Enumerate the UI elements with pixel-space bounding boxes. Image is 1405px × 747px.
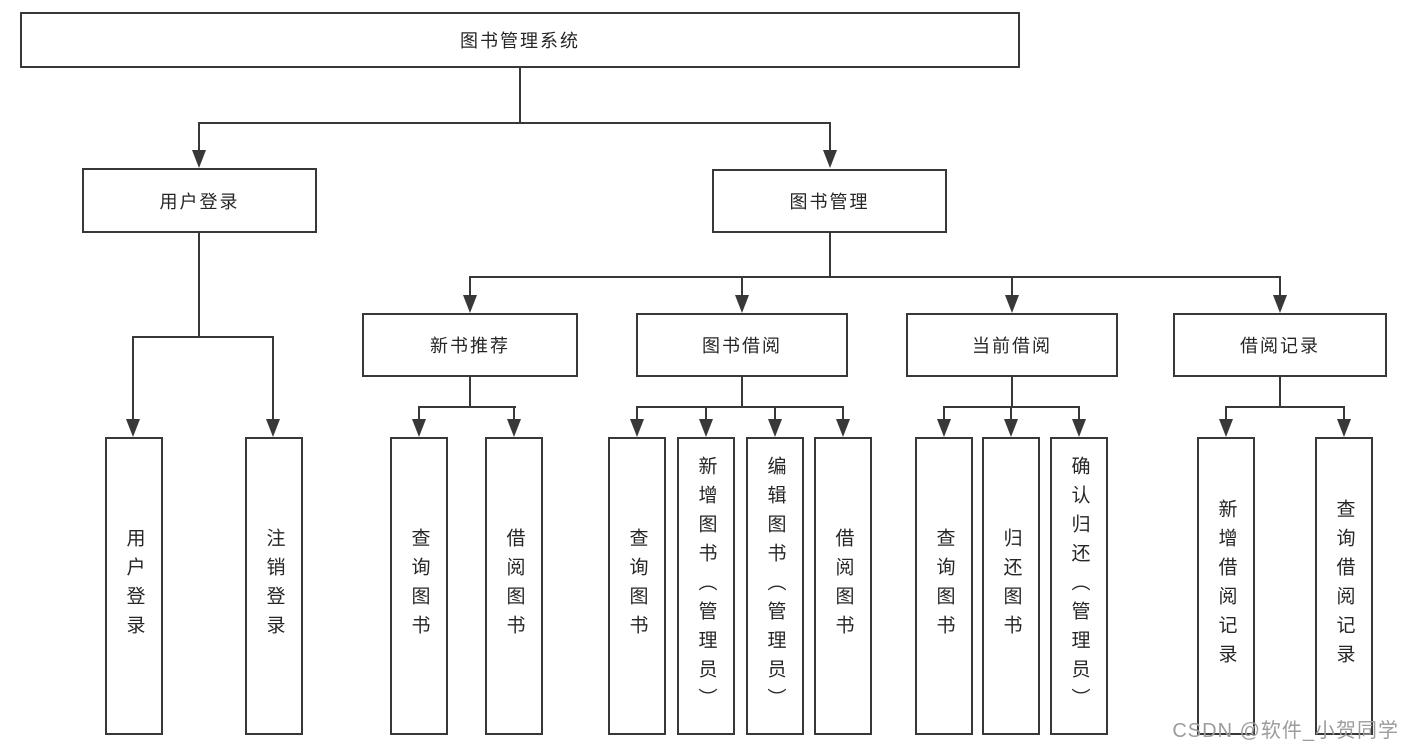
connector-line [636,406,638,421]
connector-line [469,276,1281,278]
node-query-borrow-record: 查询借阅记录 [1315,437,1373,735]
arrow-down-icon [192,150,206,168]
arrow-down-icon [126,419,140,437]
arrow-down-icon [823,150,837,168]
node-query-book-borrow: 查询图书 [608,437,666,735]
node-library-system: 图书管理系统 [20,12,1020,68]
connector-line [943,406,945,421]
arrow-down-icon [630,419,644,437]
connector-line [1078,406,1080,421]
arrow-down-icon [768,419,782,437]
node-book-borrow: 图书借阅 [636,313,848,377]
arrow-down-icon [1005,295,1019,313]
node-return-book: 归还图书 [982,437,1040,735]
node-query-book-recommend: 查询图书 [390,437,448,735]
connector-line [741,377,743,408]
node-query-book-current: 查询图书 [915,437,973,735]
connector-line [1010,406,1012,421]
connector-line [513,406,515,421]
arrow-down-icon [937,419,951,437]
arrow-down-icon [735,295,749,313]
connector-line [705,406,707,421]
arrow-down-icon [266,419,280,437]
connector-line [1279,276,1281,297]
arrow-down-icon [1337,419,1351,437]
arrow-down-icon [463,295,477,313]
node-borrow-book: 借阅图书 [814,437,872,735]
arrow-down-icon [507,419,521,437]
connector-line [1225,406,1227,421]
connector-line [418,406,420,421]
connector-line [1279,377,1281,408]
arrow-down-icon [1219,419,1233,437]
node-borrow-records: 借阅记录 [1173,313,1387,377]
arrow-down-icon [1004,419,1018,437]
connector-line [198,122,200,152]
node-add-book-admin: 新增图书（管理员） [677,437,735,735]
connector-line [418,406,516,408]
connector-line [636,406,844,408]
connector-line [829,122,831,152]
node-new-book-recommend: 新书推荐 [362,313,578,377]
node-logout-login: 注销登录 [245,437,303,735]
node-borrow-book-recommend: 借阅图书 [485,437,543,735]
connector-line [132,336,274,338]
connector-line [829,233,831,278]
node-current-borrow: 当前借阅 [906,313,1118,377]
connector-line [1225,406,1345,408]
arrow-down-icon [412,419,426,437]
arrow-down-icon [699,419,713,437]
connector-line [519,68,521,124]
arrow-down-icon [1273,295,1287,313]
watermark: CSDN @软件_小贺同学 [1172,720,1399,742]
node-edit-book-admin: 编辑图书（管理员） [746,437,804,735]
connector-line [469,377,471,408]
node-add-borrow-record: 新增借阅记录 [1197,437,1255,735]
connector-line [272,336,274,421]
node-confirm-return-admin: 确认归还（管理员） [1050,437,1108,735]
connector-line [132,336,134,421]
connector-line [774,406,776,421]
connector-line [741,276,743,297]
connector-line [1011,276,1013,297]
connector-line [469,276,471,297]
node-book-management-branch: 图书管理 [712,169,947,233]
connector-line [1343,406,1345,421]
node-user-login-branch: 用户登录 [82,168,317,233]
connector-line [842,406,844,421]
connector-line [198,122,831,124]
arrow-down-icon [836,419,850,437]
connector-line [198,233,200,338]
node-user-login: 用户登录 [105,437,163,735]
arrow-down-icon [1072,419,1086,437]
connector-line [1011,377,1013,408]
